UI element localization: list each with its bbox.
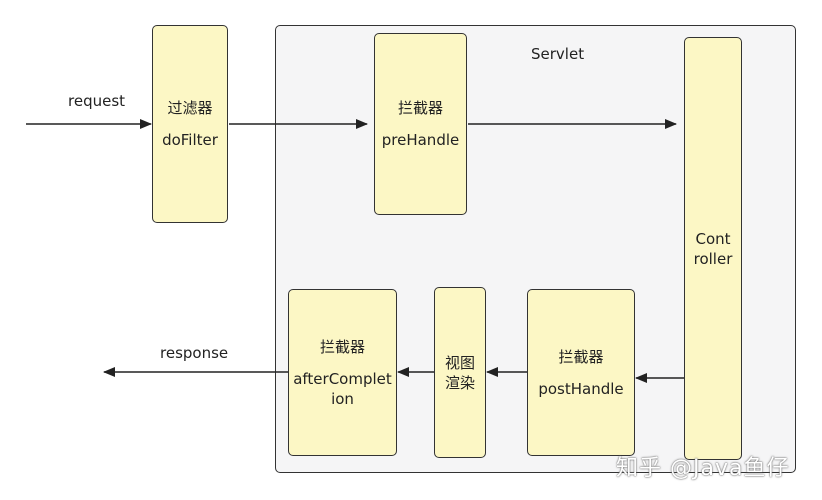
filter-method: doFilter [162, 131, 218, 149]
controller-box: Controller [684, 37, 742, 460]
request-label: request [68, 92, 126, 110]
filter-title: 过滤器 [167, 99, 213, 117]
view-render-box: 视图渲染 [434, 287, 486, 458]
controller-label: Controller [693, 229, 733, 268]
post-handle-box: 拦截器 postHandle [527, 289, 635, 456]
pre-handle-box: 拦截器 preHandle [374, 33, 467, 215]
filter-box: 过滤器 doFilter [152, 25, 228, 223]
after-completion-title: 拦截器 [319, 337, 365, 356]
after-completion-box: 拦截器 afterCompletion [288, 289, 397, 456]
servlet-label: Servlet [531, 45, 585, 63]
after-completion-method: afterCompletion [293, 369, 392, 408]
response-label: response [160, 344, 229, 362]
view-render-label: 视图渲染 [444, 353, 475, 392]
post-handle-method: postHandle [538, 379, 624, 398]
pre-handle-method: preHandle [381, 131, 460, 149]
pre-handle-title: 拦截器 [397, 99, 443, 117]
watermark-text: 知乎 @Java鱼仔 [616, 456, 790, 481]
post-handle-title: 拦截器 [558, 347, 604, 366]
